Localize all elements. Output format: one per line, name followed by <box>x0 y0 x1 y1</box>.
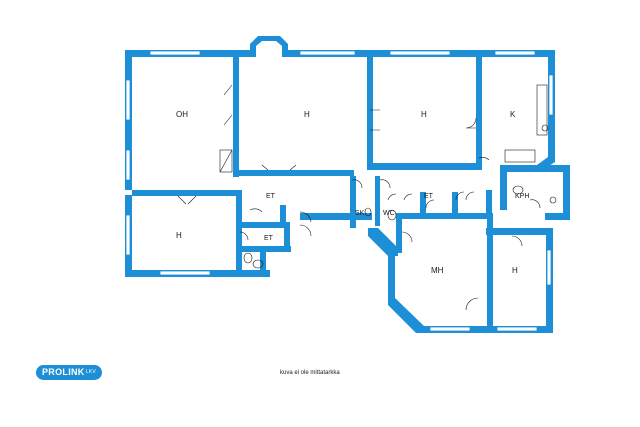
room-label-mh: MH <box>431 266 444 275</box>
room-label-k: K <box>510 110 516 119</box>
fixtures <box>219 84 557 269</box>
room-label-h1: H <box>304 110 310 119</box>
windows <box>125 50 554 332</box>
outer-walls <box>125 36 570 333</box>
room-label-oh: OH <box>176 110 188 119</box>
prolink-logo: PROLINKLKV <box>36 365 102 380</box>
room-label-h-right: H <box>512 266 518 275</box>
doors <box>177 84 541 311</box>
scale-disclaimer: kuva ei ole mittatarkka <box>280 370 340 376</box>
room-label-et1: ET <box>266 193 276 200</box>
logo-text: PROLINK <box>42 367 85 377</box>
room-label-wc: WC <box>383 210 395 217</box>
room-label-sk: SK <box>355 210 365 217</box>
room-label-kph: KPH <box>515 193 529 200</box>
logo-suffix: LKV <box>85 369 96 375</box>
room-label-et3: ET <box>264 235 274 242</box>
room-label-et2: ET <box>424 193 434 200</box>
room-label-h-small: H <box>176 231 182 240</box>
room-label-h2: H <box>421 110 427 119</box>
